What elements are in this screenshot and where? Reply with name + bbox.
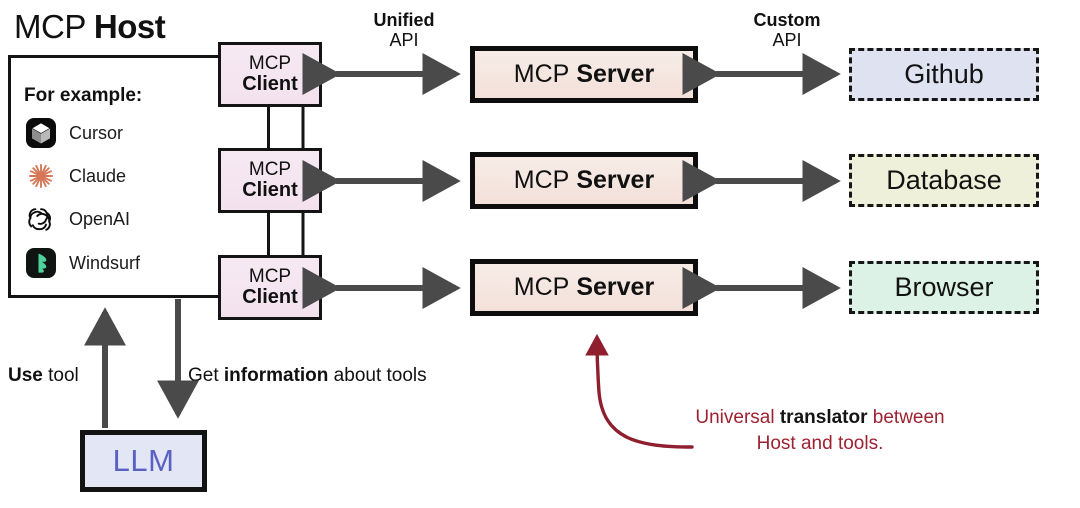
example-label: OpenAI (69, 208, 131, 229)
page-title-plain: MCP (14, 8, 94, 45)
get-info-post: about tools (328, 365, 427, 386)
tool-box-browser[interactable]: Browser (849, 261, 1039, 314)
unified-api-bold: Unified (373, 10, 435, 30)
annotation-pre: Universal (695, 407, 780, 428)
get-info-bold: information (223, 365, 329, 386)
mcp-client-line2: Client (242, 285, 298, 308)
client-server-arrows (302, 53, 461, 309)
server-tool-arrows (682, 53, 841, 309)
get-info-pre: Get (188, 365, 224, 386)
llm-label: LLM (112, 443, 175, 478)
tool-label: Browser (894, 272, 994, 302)
use-tool-rest: tool (42, 365, 79, 386)
annotation-bold: translator (779, 407, 868, 428)
example-label: Windsurf (69, 252, 141, 273)
custom-api-rest: API (772, 30, 802, 51)
tool-label: Database (886, 165, 1002, 195)
translator-annotation: Universal translator between Host and to… (660, 405, 980, 457)
mcp-server-line2: Server (576, 166, 655, 194)
mcp-client-box-1[interactable]: MCP Client (218, 42, 322, 107)
mcp-server-line1: MCP (513, 166, 570, 194)
for-example-heading: For example: (24, 85, 143, 106)
mcp-server-line2: Server (576, 60, 655, 88)
mcp-client-line2: Client (242, 72, 298, 95)
mcp-server-box-2[interactable]: MCP Server (470, 152, 698, 209)
use-tool-bold: Use (8, 365, 43, 386)
mcp-server-line1: MCP (513, 60, 570, 88)
mcp-client-box-2[interactable]: MCP Client (218, 148, 322, 213)
mcp-client-line1: MCP (248, 158, 292, 180)
mcp-client-line1: MCP (248, 52, 292, 74)
page-title: MCP Host (14, 8, 166, 46)
example-label: Claude (69, 165, 127, 186)
mcp-server-box-3[interactable]: MCP Server (470, 259, 698, 316)
mcp-server-box-1[interactable]: MCP Server (470, 46, 698, 103)
custom-api-bold: Custom (753, 10, 821, 30)
cursor-icon (26, 118, 56, 148)
mcp-server-line1: MCP (513, 273, 570, 301)
example-item-cursor: Cursor (26, 118, 123, 148)
mcp-server-line2: Server (576, 273, 655, 301)
example-label: Cursor (69, 122, 124, 143)
tool-box-github[interactable]: Github (849, 48, 1039, 101)
page-title-bold: Host (93, 8, 166, 45)
use-tool-caption: Use tool (8, 365, 79, 387)
example-item-openai: OpenAI (26, 204, 130, 234)
get-information-caption: Get information about tools (188, 365, 427, 387)
custom-api-caption: Custom API (723, 10, 851, 50)
annotation-post: between (867, 407, 945, 428)
mcp-client-line1: MCP (248, 265, 292, 287)
openai-icon (26, 204, 56, 234)
unified-api-caption: Unified API (340, 10, 468, 50)
example-item-windsurf: Windsurf (26, 248, 140, 278)
tool-label: Github (904, 59, 984, 89)
unified-api-rest: API (389, 30, 419, 51)
tool-box-database[interactable]: Database (849, 154, 1039, 207)
claude-icon (26, 161, 56, 191)
example-item-claude: Claude (26, 161, 126, 191)
llm-box[interactable]: LLM (80, 430, 207, 492)
mcp-client-box-3[interactable]: MCP Client (218, 255, 322, 320)
annotation-line2: Host and tools. (756, 433, 884, 455)
mcp-client-line2: Client (242, 178, 298, 201)
windsurf-icon (26, 248, 56, 278)
